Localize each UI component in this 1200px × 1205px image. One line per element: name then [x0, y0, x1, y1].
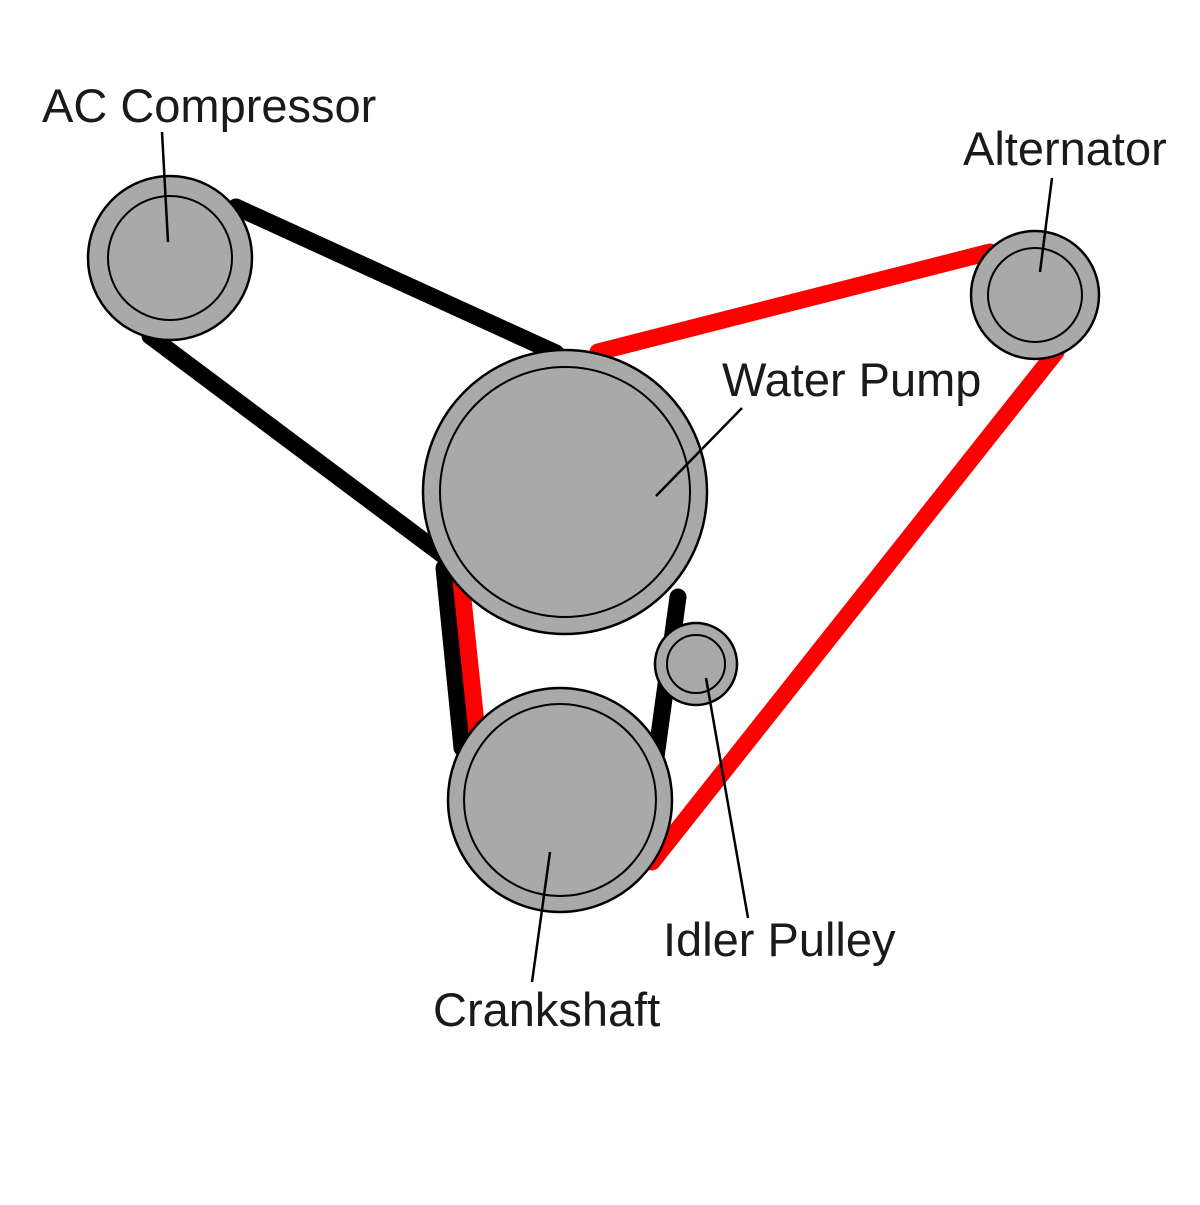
crankshaft-pulley-inner [463, 703, 657, 897]
red-belt [452, 243, 1065, 871]
alternator-leader-line [1038, 177, 1054, 273]
idler-pulley-label: Idler Pulley [663, 913, 896, 966]
ac-compressor-label: AC Compressor [42, 79, 376, 132]
crankshaft-leader-line [530, 851, 552, 983]
red-belt-segment-alternator-to-crankshaft [643, 343, 1065, 871]
ac-compressor-pulley-outer [86, 174, 254, 342]
water-pump-pulley-outer [421, 348, 709, 636]
crankshaft-pulley-outer [446, 686, 674, 914]
water-pump-label: Water Pump [722, 353, 981, 406]
water-pump-pulley [421, 348, 709, 636]
black-belt-segment-ac-to-waterpump [227, 198, 565, 362]
ac-compressor-pulley-inner [107, 195, 233, 321]
black-belt [141, 198, 687, 766]
alternator-pulley-inner [987, 247, 1083, 343]
idler-pulley [653, 621, 739, 707]
alternator-pulley-outer [969, 229, 1101, 361]
alternator-pulley [969, 229, 1101, 361]
red-belt-segment-waterpump-to-alternator [589, 243, 999, 361]
water-pump-pulley-inner [439, 366, 691, 618]
red-belt-segment-waterpump-to-crankshaft-left [452, 571, 488, 761]
ac-compressor-pulley [86, 174, 254, 342]
labels: AC Compressor Alternator Water Pump Idle… [42, 79, 1167, 1036]
crankshaft-pulley [446, 686, 674, 914]
idler-pulley-inner [666, 634, 726, 694]
idler-pulley-leader-line [704, 677, 750, 919]
water-pump-leader-line [655, 407, 743, 497]
ac-compressor-leader-line [160, 131, 170, 243]
alternator-label: Alternator [963, 122, 1167, 175]
crankshaft-label: Crankshaft [433, 983, 660, 1036]
black-belt-segment-waterpump-to-crankshaft-left [435, 559, 471, 757]
black-belt-segment-ac-to-waterpump-lower [141, 327, 461, 571]
leader-lines [160, 131, 1054, 983]
